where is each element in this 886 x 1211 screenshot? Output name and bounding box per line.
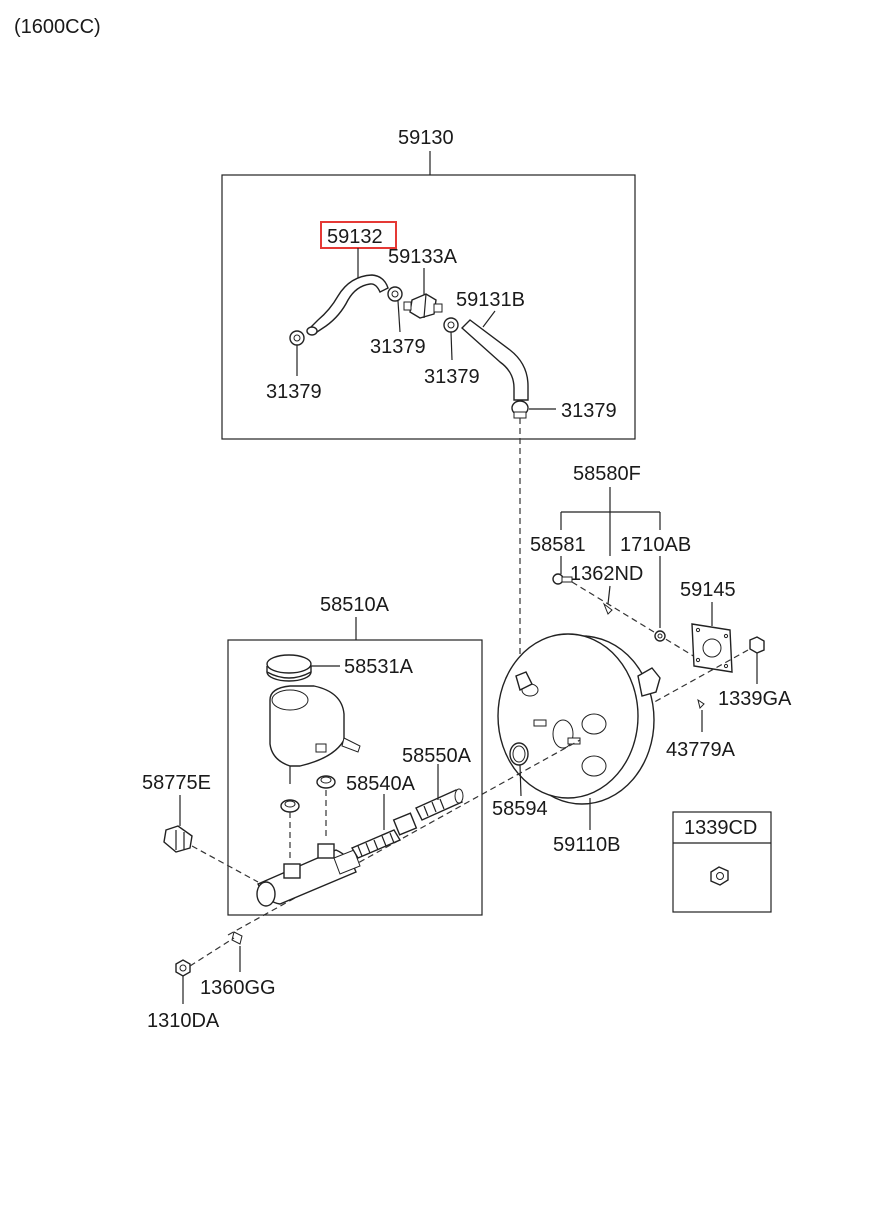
grommet-left (280, 799, 300, 813)
label-59130[interactable]: 59130 (398, 127, 454, 149)
o-ring-group: 58594 (492, 742, 548, 820)
hose-59131B (460, 319, 529, 401)
vacuum-hose-group: 59130 59132 59133A 31379 31379 (221, 127, 636, 440)
nut-legend-group: 1339CD (672, 811, 772, 913)
label-31379-c[interactable]: 31379 (266, 381, 322, 403)
booster-front-shell (497, 633, 639, 799)
label-58580F[interactable]: 58580F (573, 463, 641, 485)
washer-1710AB (654, 630, 666, 642)
leader-1362ND (607, 585, 611, 605)
label-59132[interactable]: 59132 (327, 226, 383, 248)
snap-pin-43779A-group: 43779A (666, 698, 736, 761)
mount-hardware-group: 1360GG 1310DA (147, 931, 276, 1032)
label-58531A[interactable]: 58531A (344, 656, 414, 678)
label-58550A[interactable]: 58550A (402, 745, 472, 767)
vacuum-hose-box (221, 174, 636, 440)
nut-1339GA (749, 636, 765, 654)
hose-59132 (306, 274, 389, 335)
label-1710AB[interactable]: 1710AB (620, 534, 691, 556)
seal-kit-58550A (415, 788, 464, 821)
label-58581[interactable]: 58581 (530, 534, 586, 556)
axis-clevis (571, 581, 701, 661)
leader-31379-a (397, 300, 401, 333)
label-1360GG[interactable]: 1360GG (200, 977, 276, 999)
label-1362ND[interactable]: 1362ND (570, 563, 643, 585)
check-valve-59133A (403, 293, 443, 319)
leader-31379-b (450, 331, 453, 361)
leader-59131B (482, 310, 496, 328)
gasket-group: 59145 (680, 579, 736, 673)
clip-1362ND (602, 602, 613, 615)
master-cylinder-body (256, 843, 361, 907)
booster-vacuum-port (515, 671, 533, 692)
label-31379-b[interactable]: 31379 (424, 366, 480, 388)
nut-1339GA-group: 1339GA (639, 636, 792, 711)
label-59110B[interactable]: 59110B (553, 834, 620, 856)
clamp-31379-c (289, 330, 305, 346)
axis-master-cylinder (227, 739, 581, 936)
grommet-right (316, 775, 336, 789)
snap-pin-43779A (697, 698, 705, 709)
nut-1339CD-icon (710, 866, 729, 886)
label-1339GA[interactable]: 1339GA (718, 688, 792, 710)
booster-group: 59110B (497, 633, 661, 856)
label-31379-d[interactable]: 31379 (561, 400, 617, 422)
label-43779A[interactable]: 43779A (666, 739, 736, 761)
axis-stud-upper (639, 649, 749, 711)
clamp-31379-b (443, 317, 459, 333)
leader-58594 (519, 764, 522, 797)
label-1339CD[interactable]: 1339CD (684, 817, 757, 839)
hose-end-59132 (306, 326, 318, 336)
label-1310DA[interactable]: 1310DA (147, 1010, 220, 1032)
reservoir-cap-58531A (266, 654, 312, 682)
label-58510A[interactable]: 58510A (320, 594, 390, 616)
washer-1360GG (231, 931, 243, 945)
legend-box-1339CD (672, 811, 772, 913)
clamp-31379-d (511, 400, 529, 419)
label-59131B[interactable]: 59131B (456, 289, 525, 311)
pin-58581 (552, 573, 573, 585)
reservoir-tank (269, 685, 361, 784)
nut-1310DA (175, 959, 191, 977)
engine-note: (1600CC) (14, 16, 101, 38)
label-58775E[interactable]: 58775E (142, 772, 211, 794)
label-58540A[interactable]: 58540A (346, 773, 416, 795)
label-31379-a[interactable]: 31379 (370, 336, 426, 358)
axis-sensor (191, 845, 259, 883)
label-58594[interactable]: 58594 (492, 798, 548, 820)
clevis-group: 58580F 58581 1710AB 1362ND (530, 463, 701, 661)
clamp-31379-a (387, 286, 403, 302)
pressure-sensor-58775E (163, 825, 193, 853)
master-cylinder-group: 58510A 58531A (227, 594, 483, 916)
sensor-group: 58775E (142, 772, 259, 883)
piston-spring-58540A (350, 812, 418, 859)
label-59145[interactable]: 59145 (680, 579, 736, 601)
master-cylinder-box (227, 639, 483, 916)
label-59133A[interactable]: 59133A (388, 246, 458, 268)
booster-rear-bracket (637, 667, 661, 697)
